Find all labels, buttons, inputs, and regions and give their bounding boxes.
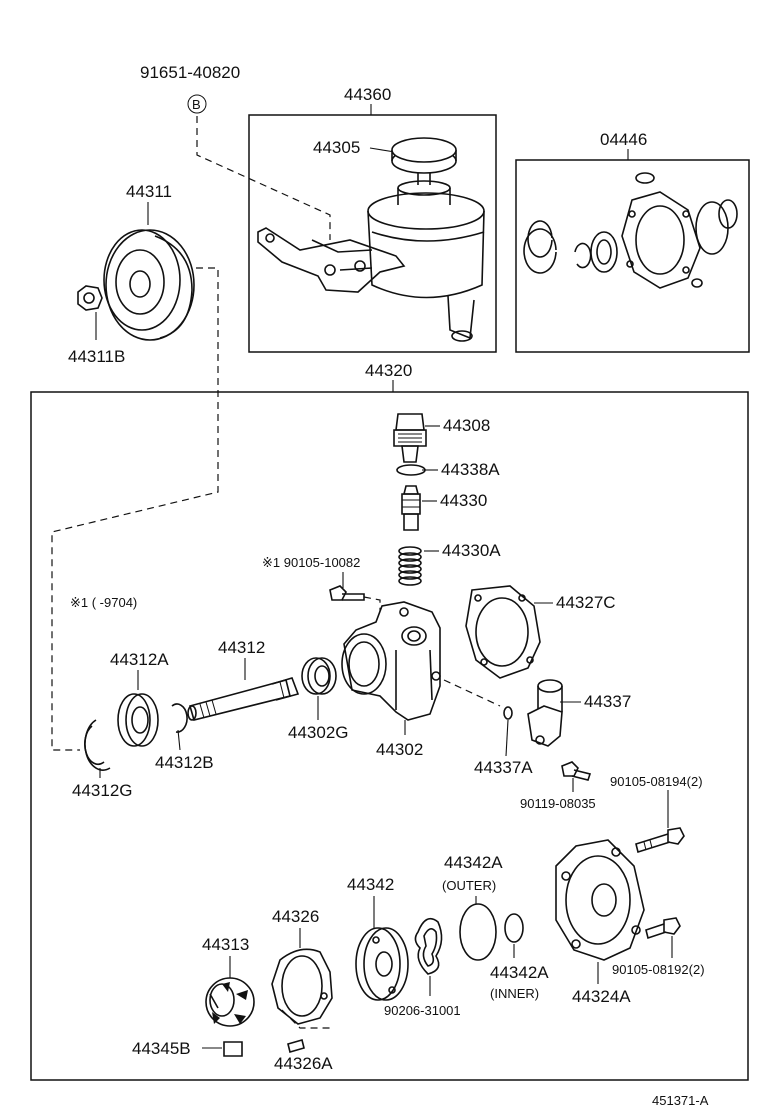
reservoir-cap (391, 137, 457, 185)
pulley (103, 229, 195, 341)
reservoir-assembly-box (248, 114, 497, 353)
retaining-ring-44312G (84, 719, 111, 771)
label-44342A-inner: 44342A (490, 963, 549, 982)
bolt-90105-08194 (635, 827, 685, 854)
label-44330: 44330 (440, 491, 487, 510)
vane-44345B (223, 1041, 243, 1057)
pump-assembly-box (30, 391, 749, 1081)
oil-seal-44302G (301, 657, 337, 695)
snap-ring-44312B (171, 703, 188, 733)
label-90105-08192: 90105-08192(2) (612, 962, 705, 977)
bolt-90105-08192 (645, 917, 681, 940)
dashed-lead-bolt-10082 (363, 596, 381, 618)
label-inner: (INNER) (490, 986, 539, 1001)
label-44337A: 44337A (474, 758, 533, 777)
label-44342: 44342 (347, 875, 394, 894)
o-ring-44338A (396, 464, 426, 476)
label-44327C: 44327C (556, 593, 616, 612)
label-44305: 44305 (313, 138, 360, 157)
pump-rotor (205, 977, 255, 1027)
reservoir-bracket (257, 227, 406, 293)
label-44311B: 44311B (68, 347, 125, 366)
label-44337: 44337 (584, 692, 631, 711)
label-90105-10082: ※1 90105-10082 (262, 555, 360, 570)
label-44313: 44313 (202, 935, 249, 954)
label-44360: 44360 (344, 85, 391, 104)
bolt-90105-10082 (329, 585, 365, 601)
label-44338A: 44338A (441, 460, 500, 479)
note-9704: ※1 ( -9704) (70, 595, 137, 610)
pulley-nut (77, 285, 103, 311)
label-44302: 44302 (376, 740, 423, 759)
lead-44305 (369, 147, 396, 153)
o-ring-outer (459, 903, 497, 961)
bearing-44312A (117, 693, 159, 747)
pin-44326A (287, 1039, 305, 1053)
label-44312A: 44312A (110, 650, 169, 669)
o-ring-inner (504, 913, 524, 943)
lead-44312B (177, 729, 181, 751)
dashed-lead-44326A (281, 1009, 330, 1029)
flow-control-valve (401, 485, 421, 531)
label-outer: (OUTER) (442, 878, 496, 893)
label-44326: 44326 (272, 907, 319, 926)
circle-b-marker (187, 94, 207, 114)
union-fitting (393, 413, 427, 463)
dashed-lead-91651 (196, 116, 331, 240)
label-91651-40820: 91651-40820 (140, 63, 240, 82)
label-44302G: 44302G (288, 723, 349, 742)
label-90105-08194: 90105-08194(2) (610, 774, 703, 789)
label-44308: 44308 (443, 416, 490, 435)
lead-44337A (505, 719, 509, 757)
label-90206-31001: 90206-31001 (384, 1003, 461, 1018)
label-44345B: 44345B (132, 1039, 191, 1058)
seal-kit-box (515, 159, 750, 353)
figure-id: 451371-A (652, 1093, 709, 1108)
pump-housing (341, 601, 441, 721)
label-44312B: 44312B (155, 753, 214, 772)
label-44312G: 44312G (72, 781, 133, 800)
label-44342A-outer: 44342A (444, 853, 503, 872)
label-44326A: 44326A (274, 1054, 333, 1073)
label-44311: 44311 (126, 182, 172, 201)
dashed-lead-pulley (51, 267, 219, 751)
reservoir-tank (311, 180, 485, 342)
rear-housing-cover (555, 839, 645, 961)
label-44312: 44312 (218, 638, 265, 657)
label-44330A: 44330A (442, 541, 501, 560)
dashed-lead-44337 (443, 679, 501, 707)
gasket-90206-31001 (414, 917, 443, 975)
seal-kit-parts (523, 172, 738, 289)
pump-shaft (187, 677, 300, 721)
cam-ring (271, 948, 333, 1025)
bolt-90119-08035 (561, 761, 592, 781)
label-90119-08035: 90119-08035 (520, 796, 596, 811)
side-plate-44342 (355, 927, 409, 1001)
label-44324A: 44324A (572, 987, 631, 1006)
label-circle-b: B (192, 97, 201, 112)
label-04446: 04446 (600, 130, 647, 149)
o-ring-44337A (503, 706, 513, 720)
suction-port-union (527, 679, 563, 747)
gasket-44327C (465, 585, 541, 679)
spring (398, 546, 422, 586)
label-44320: 44320 (365, 361, 412, 380)
